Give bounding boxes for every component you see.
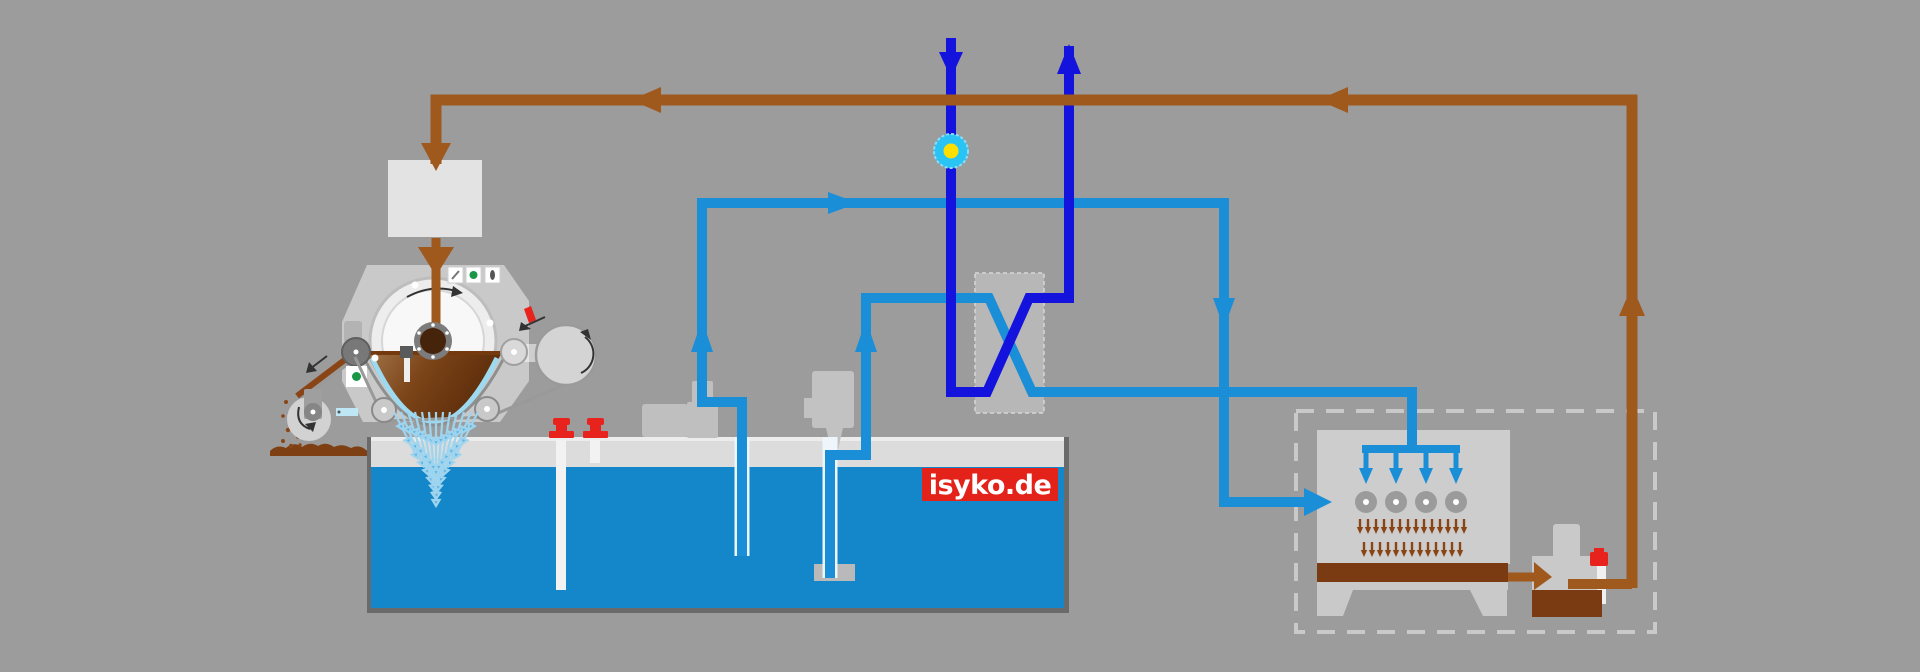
pump-motor	[1553, 524, 1580, 558]
switch-icon	[451, 270, 460, 280]
drive-rotation-arrowhead	[305, 422, 316, 432]
sludge-return-pipe	[430, 94, 1638, 588]
fresh-water-inlet-arrow	[939, 52, 963, 78]
logo-background	[922, 468, 1058, 501]
sludge-arrow-left-1	[631, 87, 661, 113]
red-valve-right	[583, 418, 608, 438]
deflection-roller-hub	[511, 349, 517, 355]
control-panel	[447, 266, 501, 284]
flow-sensor	[933, 133, 969, 169]
flow-arrow-up-1	[691, 320, 713, 352]
sludge-arrow-left-2	[1318, 87, 1348, 113]
status-green-dot	[352, 372, 361, 381]
green-run-icon	[469, 271, 478, 279]
scraper-blade	[524, 306, 536, 323]
logo-text: isyko.de	[929, 470, 1052, 501]
clean-water-arrowheads	[691, 192, 1463, 516]
alarm-beacon	[1590, 552, 1608, 566]
water-tank	[367, 437, 1069, 613]
discharge-pulley-hub	[353, 349, 359, 355]
flow-arrow-into-press	[1304, 488, 1332, 516]
tensioner-block	[400, 346, 413, 358]
pipe-pump2-to-spray	[825, 293, 1417, 578]
drive-rotation-arrow	[297, 406, 311, 430]
sludge-sump	[1532, 590, 1602, 617]
fresh-water-outlet-arrow	[1057, 44, 1081, 74]
scraper-arrow	[522, 316, 546, 328]
collection-tray	[1317, 563, 1508, 582]
pipe-pump1-to-press	[697, 198, 1312, 556]
feed-hopper	[388, 160, 482, 237]
bottom-roller-right-hub	[484, 406, 490, 412]
dip-pipe-long	[556, 440, 566, 590]
roller-rotation-arrowhead	[580, 329, 591, 340]
logo: isyko.de	[922, 468, 1058, 501]
dashed-enclosure	[1294, 409, 1657, 634]
tank-fittings	[549, 418, 608, 590]
drive-pulley-hub	[310, 409, 316, 415]
level-gauge	[336, 408, 358, 416]
drum-bolts	[371, 281, 494, 362]
drum-hub	[414, 322, 452, 360]
clean-water-pipes	[697, 198, 1460, 578]
flow-arrow-up-2	[855, 320, 877, 352]
tensioner-post	[404, 358, 410, 382]
flow-arrow-right-top	[828, 192, 858, 214]
belt-press-unit	[1294, 409, 1657, 634]
dip-pipe-short	[590, 440, 600, 463]
sensor-core	[943, 143, 959, 159]
fresh-water-arrowheads	[939, 44, 1081, 78]
press-leg-right	[1470, 590, 1507, 616]
beacon-cap	[1594, 548, 1604, 554]
press-rollers	[1355, 491, 1467, 513]
level-gauge-dot	[337, 410, 341, 414]
belt-direction-arrowhead	[306, 362, 317, 373]
red-valve-left	[549, 418, 574, 438]
roller-rotation-arrow	[580, 336, 595, 374]
sludge-arrow-up	[1619, 286, 1645, 316]
press-leg-left	[1317, 590, 1353, 616]
flow-arrow-down	[1213, 298, 1235, 328]
drum-rotation-arrowhead	[451, 286, 463, 297]
scraper-arrowhead	[519, 322, 531, 331]
fresh-water-pipes	[939, 38, 1081, 397]
tray-frame	[1317, 582, 1508, 590]
knob-icon	[490, 270, 495, 280]
tank-freeboard	[371, 441, 1064, 467]
sludge-arrow-into-hopper	[421, 143, 451, 171]
waterline-arc	[369, 356, 500, 426]
bottom-roller-left-hub	[381, 407, 387, 413]
sludge-arrow-tray-outlet	[1534, 562, 1552, 590]
filtrate-waterfall	[393, 411, 479, 508]
sludge-arrowheads	[418, 87, 1645, 590]
hub-bolts	[417, 323, 449, 359]
tension-roller	[534, 323, 598, 387]
filter-belt-sag	[358, 349, 510, 427]
sludge-arrow-into-drum	[418, 247, 454, 276]
pipe-fresh-water	[946, 38, 1074, 397]
sludge-pump-station	[1532, 524, 1608, 617]
sludge-discharge-pile	[270, 400, 373, 456]
